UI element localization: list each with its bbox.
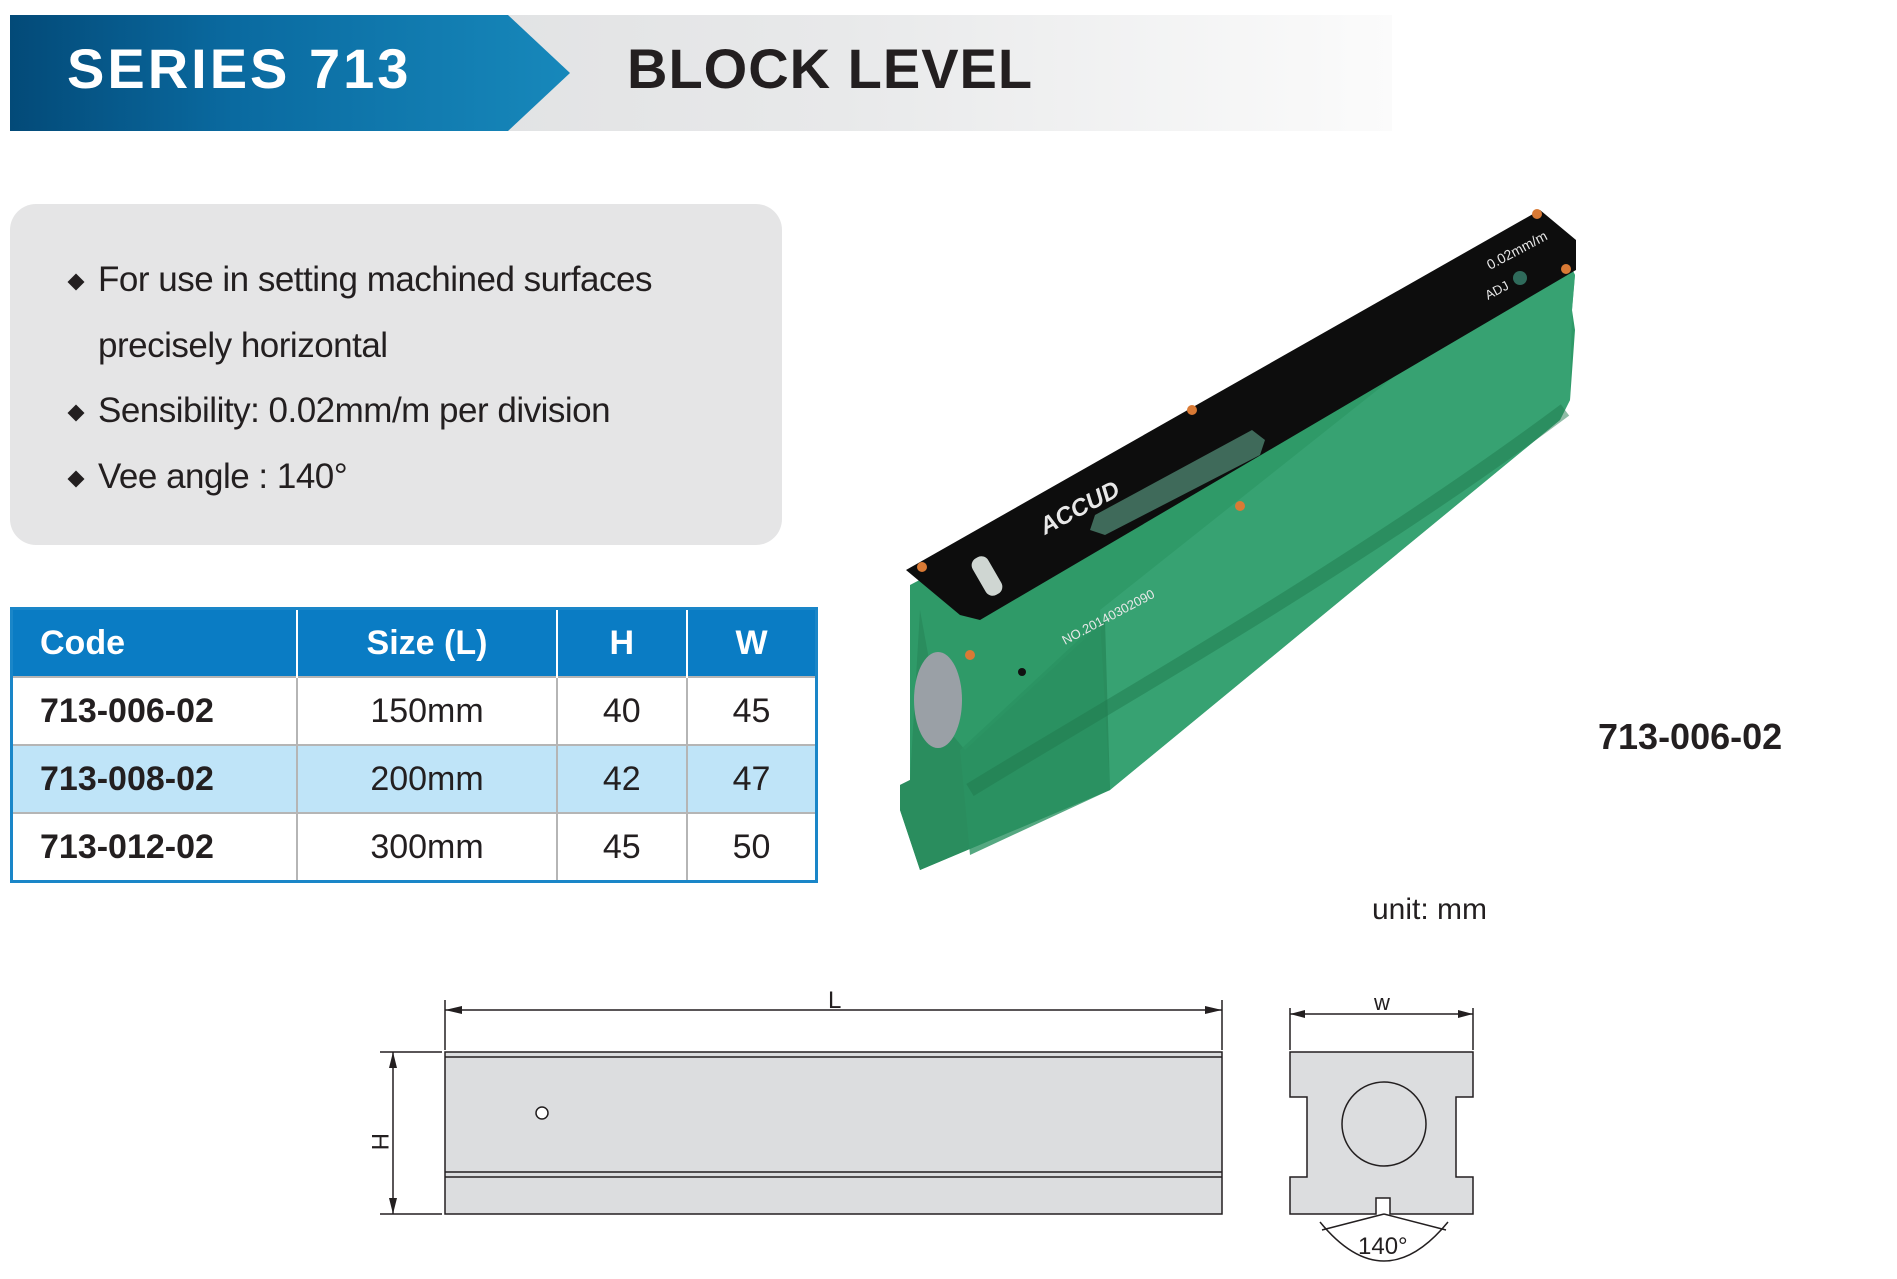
- cell-size: 300mm: [296, 812, 557, 882]
- table-row: 713-006-02 150mm 40 45: [11, 676, 817, 745]
- col-size: Size (L): [296, 608, 557, 677]
- cell-size: 200mm: [296, 744, 557, 813]
- table-row: 713-012-02 300mm 45 50: [11, 812, 817, 882]
- feature-item: Sensibility: 0.02mm/m per division: [98, 391, 611, 430]
- col-code: Code: [11, 608, 298, 677]
- feature-item-cont: precisely horizontal: [98, 326, 388, 365]
- cell-w: 45: [686, 676, 817, 745]
- cell-w: 50: [686, 812, 817, 882]
- series-banner: [10, 15, 570, 131]
- features-panel: For use in setting machined surfaces pre…: [10, 204, 782, 545]
- product-code-label: 713-006-02: [1598, 716, 1783, 757]
- cell-h: 40: [555, 676, 688, 745]
- page-title: BLOCK LEVEL: [627, 37, 1034, 100]
- table-header: Code Size (L) H W: [11, 608, 817, 677]
- col-h: H: [555, 608, 688, 677]
- series-title: SERIES 713: [67, 37, 412, 100]
- bullet-icon: [67, 273, 85, 291]
- cell-code: 713-006-02: [11, 676, 298, 745]
- cell-h: 45: [555, 812, 688, 882]
- product-photo: ACCUD 0.02mm/m ADJ NO.20140302090: [900, 209, 1576, 870]
- cell-code: 713-012-02: [11, 812, 298, 882]
- cell-h: 42: [555, 744, 688, 813]
- bullet-icon: [67, 470, 85, 488]
- dim-w: W: [1373, 990, 1390, 1015]
- cell-code: 713-008-02: [11, 744, 298, 813]
- bullet-icon: [67, 404, 85, 422]
- dim-h: H: [366, 1133, 393, 1150]
- col-w: W: [686, 608, 817, 677]
- unit-label: unit: mm: [1372, 893, 1488, 926]
- feature-item: For use in setting machined surfaces: [98, 260, 652, 299]
- table-row: 713-008-02 200mm 42 47: [11, 744, 817, 813]
- cell-w: 47: [686, 744, 817, 813]
- dim-l: L: [828, 987, 841, 1014]
- feature-item: Vee angle : 140°: [98, 457, 348, 496]
- cell-size: 150mm: [296, 676, 557, 745]
- spec-table: Code Size (L) H W 713-006-02 150mm 40 45…: [10, 607, 818, 883]
- vee-angle: 140°: [1358, 1233, 1408, 1260]
